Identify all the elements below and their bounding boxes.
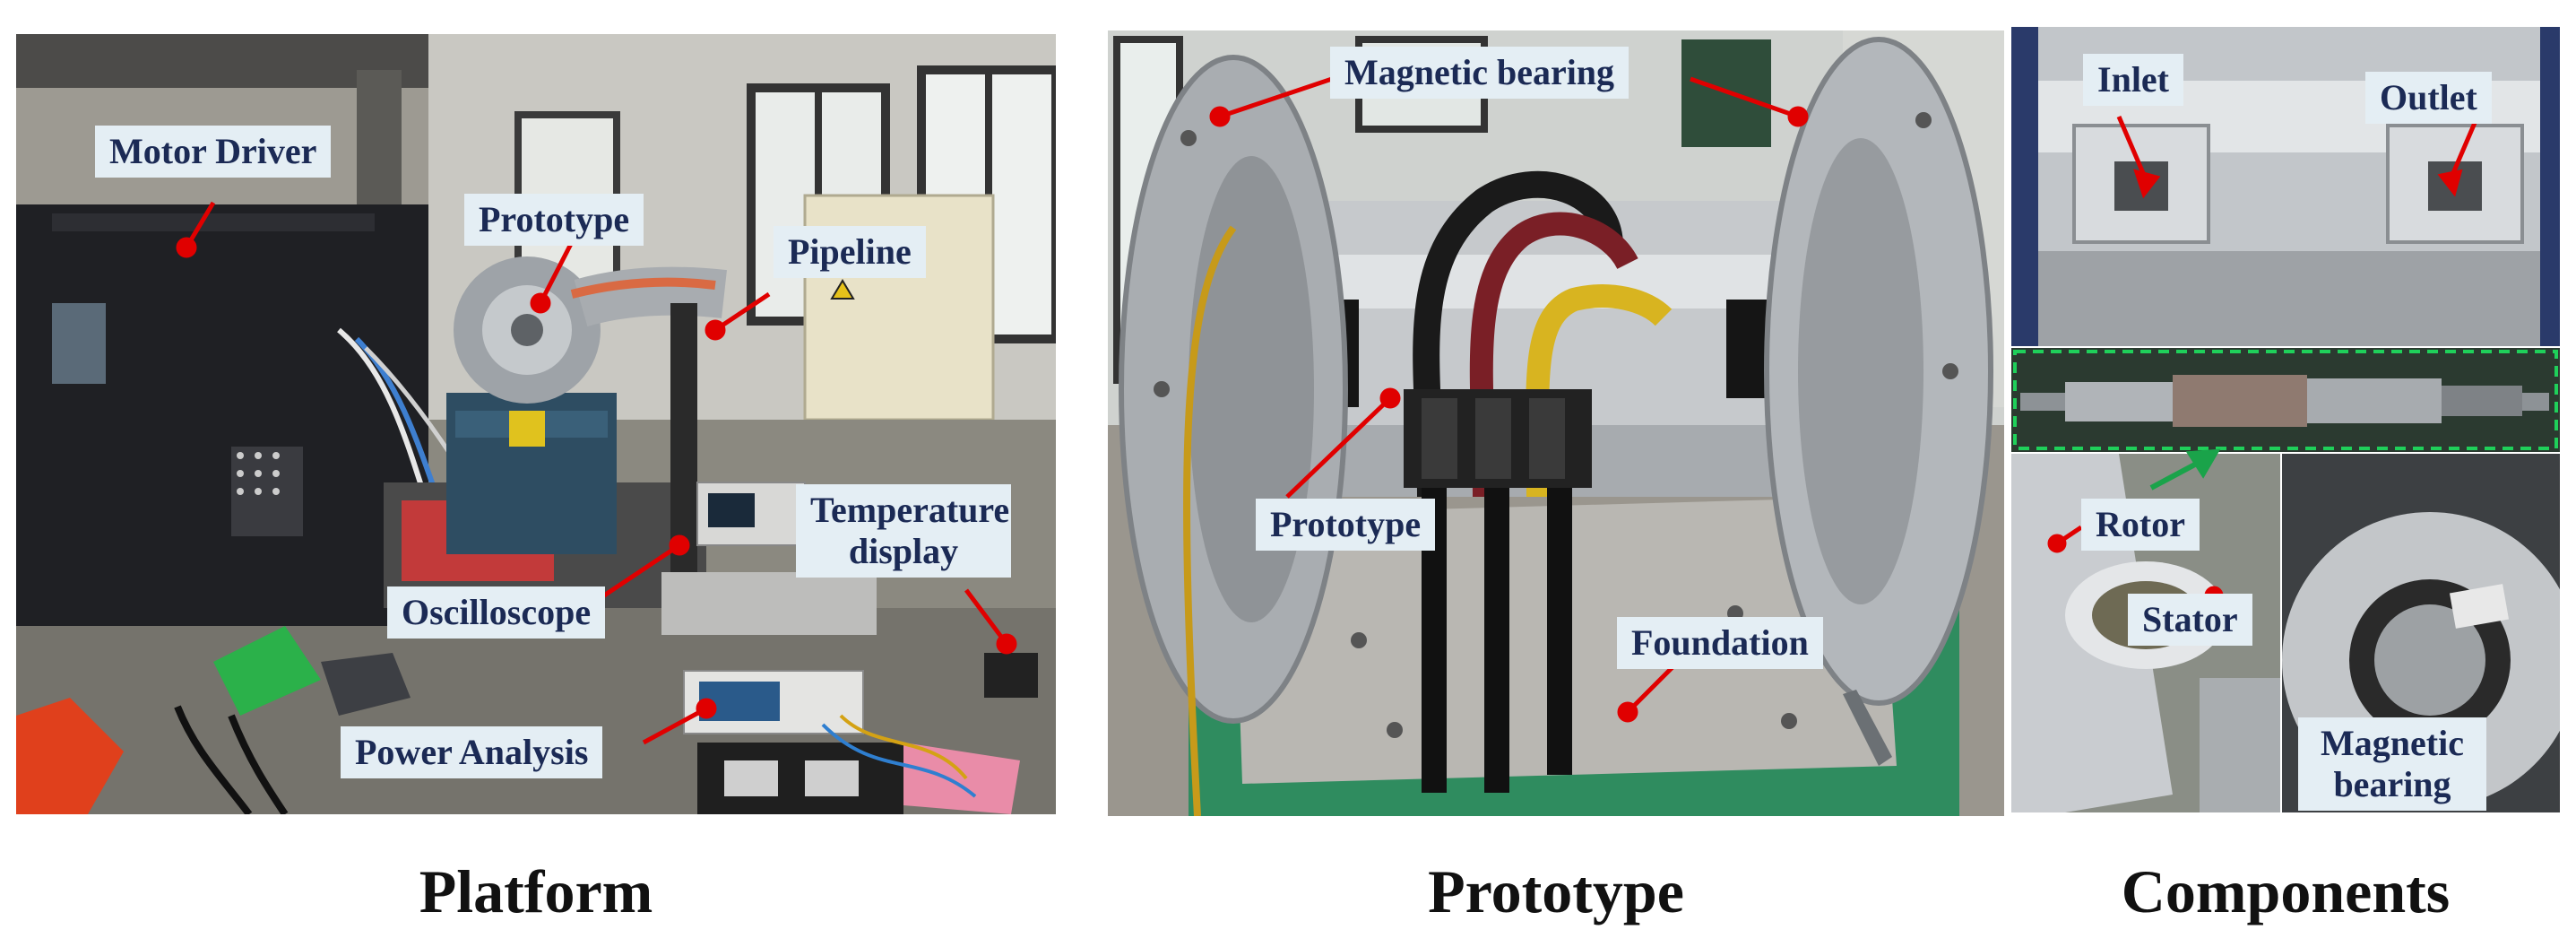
pipeline-label: Pipeline	[774, 226, 926, 278]
prototype-photo-drawing	[1108, 30, 2004, 816]
components-caption: Components	[2121, 857, 2451, 925]
outlet-label: Outlet	[2365, 72, 2492, 124]
prototype-label: Prototype	[1256, 499, 1436, 551]
foundation-label: Foundation	[1617, 617, 1823, 669]
rotor-label: Rotor	[2081, 499, 2200, 551]
prototype-label: Prototype	[464, 194, 644, 246]
power-analysis-label: Power Analysis	[341, 726, 603, 778]
inlet-label: Inlet	[2083, 54, 2183, 106]
temperature-display-label: Temperature display	[796, 484, 1011, 578]
motor-driver-label: Motor Driver	[95, 126, 332, 178]
components-cylinder-photo: Inlet Outlet	[2011, 27, 2560, 346]
prototype-photo: Magnetic bearing Prototype Foundation	[1108, 30, 2004, 816]
platform-photo: Motor Driver Prototype Pipeline Temperat…	[16, 34, 1056, 814]
stator-label: Stator	[2128, 594, 2252, 646]
prototype-caption: Prototype	[1428, 857, 1684, 925]
magnetic-bearing-component-label: Magnetic bearing	[2298, 717, 2486, 811]
components-rotor-photo	[2011, 348, 2560, 452]
oscilloscope-label: Oscilloscope	[387, 586, 606, 639]
rotor-drawing	[2011, 348, 2560, 452]
magnetic-bearing-label: Magnetic bearing	[1330, 47, 1629, 99]
platform-caption: Platform	[419, 857, 653, 925]
